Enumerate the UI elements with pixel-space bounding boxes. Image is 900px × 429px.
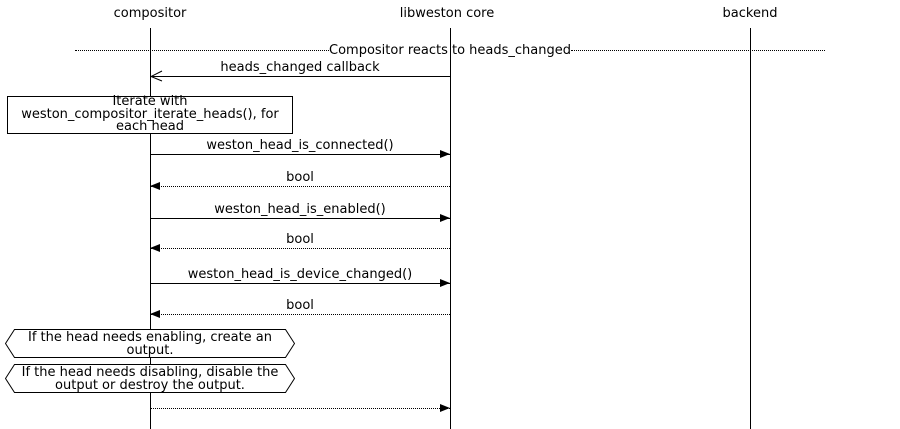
divider-label: Compositor reacts to heads_changed bbox=[329, 43, 571, 58]
participant-label-libweston-core: libweston core bbox=[399, 6, 495, 21]
hexagon-note-disabling: If the head needs disabling, disable the… bbox=[5, 364, 295, 393]
message-line-bool-2 bbox=[150, 248, 450, 249]
message-line-bool-3 bbox=[150, 314, 450, 315]
divider-line-left bbox=[75, 50, 329, 51]
message-line-final-return bbox=[150, 408, 450, 409]
note-iterate-heads: Iterate with weston_compositor_iterate_h… bbox=[7, 96, 293, 134]
message-label-bool-1: bool bbox=[286, 170, 314, 185]
hexagon-shape bbox=[5, 329, 295, 358]
message-line-head-is-connected bbox=[150, 154, 450, 155]
message-line-bool-1 bbox=[150, 186, 450, 187]
filled-arrowhead-right-icon bbox=[440, 279, 450, 287]
filled-arrowhead-right-icon bbox=[440, 404, 450, 412]
message-label-head-is-device-changed: weston_head_is_device_changed() bbox=[187, 267, 413, 282]
note-line: output. bbox=[126, 342, 174, 358]
filled-arrowhead-right-icon bbox=[440, 150, 450, 158]
hexagon-shape bbox=[5, 364, 295, 393]
participant-label-backend: backend bbox=[722, 6, 778, 21]
note-line: output or destroy the output. bbox=[55, 377, 245, 393]
message-label-heads-changed-callback: heads_changed callback bbox=[220, 60, 380, 75]
message-line-head-is-device-changed bbox=[150, 283, 450, 284]
filled-arrowhead-left-icon bbox=[150, 244, 160, 252]
lifeline-compositor bbox=[150, 28, 151, 429]
note-line: If the head needs disabling, disable the bbox=[21, 364, 279, 380]
message-line-heads-changed-callback bbox=[150, 76, 450, 77]
message-label-head-is-connected: weston_head_is_connected() bbox=[206, 138, 394, 153]
message-label-head-is-enabled: weston_head_is_enabled() bbox=[214, 202, 386, 217]
hexagon-note-text: If the head needs enabling, create an ou… bbox=[5, 329, 295, 358]
message-label-bool-3: bool bbox=[286, 298, 314, 313]
message-line-head-is-enabled bbox=[150, 218, 450, 219]
divider-line-right bbox=[571, 50, 825, 51]
hexagon-note-enabling: If the head needs enabling, create an ou… bbox=[5, 329, 295, 358]
message-label-bool-2: bool bbox=[286, 232, 314, 247]
note-line: each head bbox=[116, 119, 184, 135]
note-line: weston_compositor_iterate_heads(), for bbox=[21, 106, 279, 122]
filled-arrowhead-right-icon bbox=[440, 214, 450, 222]
note-line: Iterate with bbox=[112, 94, 188, 110]
filled-arrowhead-left-icon bbox=[150, 182, 160, 190]
note-line: If the head needs enabling, create an bbox=[27, 329, 273, 345]
filled-arrowhead-left-icon bbox=[150, 310, 160, 318]
hexagon-note-text: If the head needs disabling, disable the… bbox=[5, 364, 295, 393]
open-arrowhead-left-icon bbox=[150, 70, 163, 82]
lifeline-libweston-core bbox=[450, 28, 451, 429]
participant-label-compositor: compositor bbox=[113, 6, 187, 21]
lifeline-backend bbox=[750, 28, 751, 429]
divider: Compositor reacts to heads_changed bbox=[75, 43, 825, 58]
